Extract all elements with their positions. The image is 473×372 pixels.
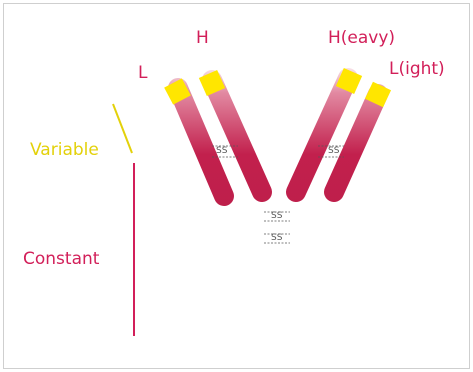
variable-region-heavy-left — [208, 74, 216, 92]
variable-region-light-right — [374, 86, 382, 103]
label-light-right: L(ight) — [389, 61, 445, 78]
heavy-chain-right — [293, 72, 353, 328]
ss-bond-right-arm: SS — [328, 147, 339, 156]
label-constant: Constant — [23, 251, 99, 268]
ss-bond-hinge-upper: SS — [271, 212, 282, 221]
label-light-left: L — [138, 65, 147, 82]
variable-bracket-line — [113, 104, 132, 153]
variable-region-heavy-right — [345, 72, 353, 90]
label-variable: Variable — [30, 142, 99, 159]
ss-bond-left-arm: SS — [216, 147, 227, 156]
label-heavy-left: H — [196, 30, 209, 47]
ss-bond-hinge-lower: SS — [271, 234, 282, 243]
variable-region-light-left — [173, 83, 182, 100]
label-heavy-right: H(eavy) — [328, 30, 395, 47]
